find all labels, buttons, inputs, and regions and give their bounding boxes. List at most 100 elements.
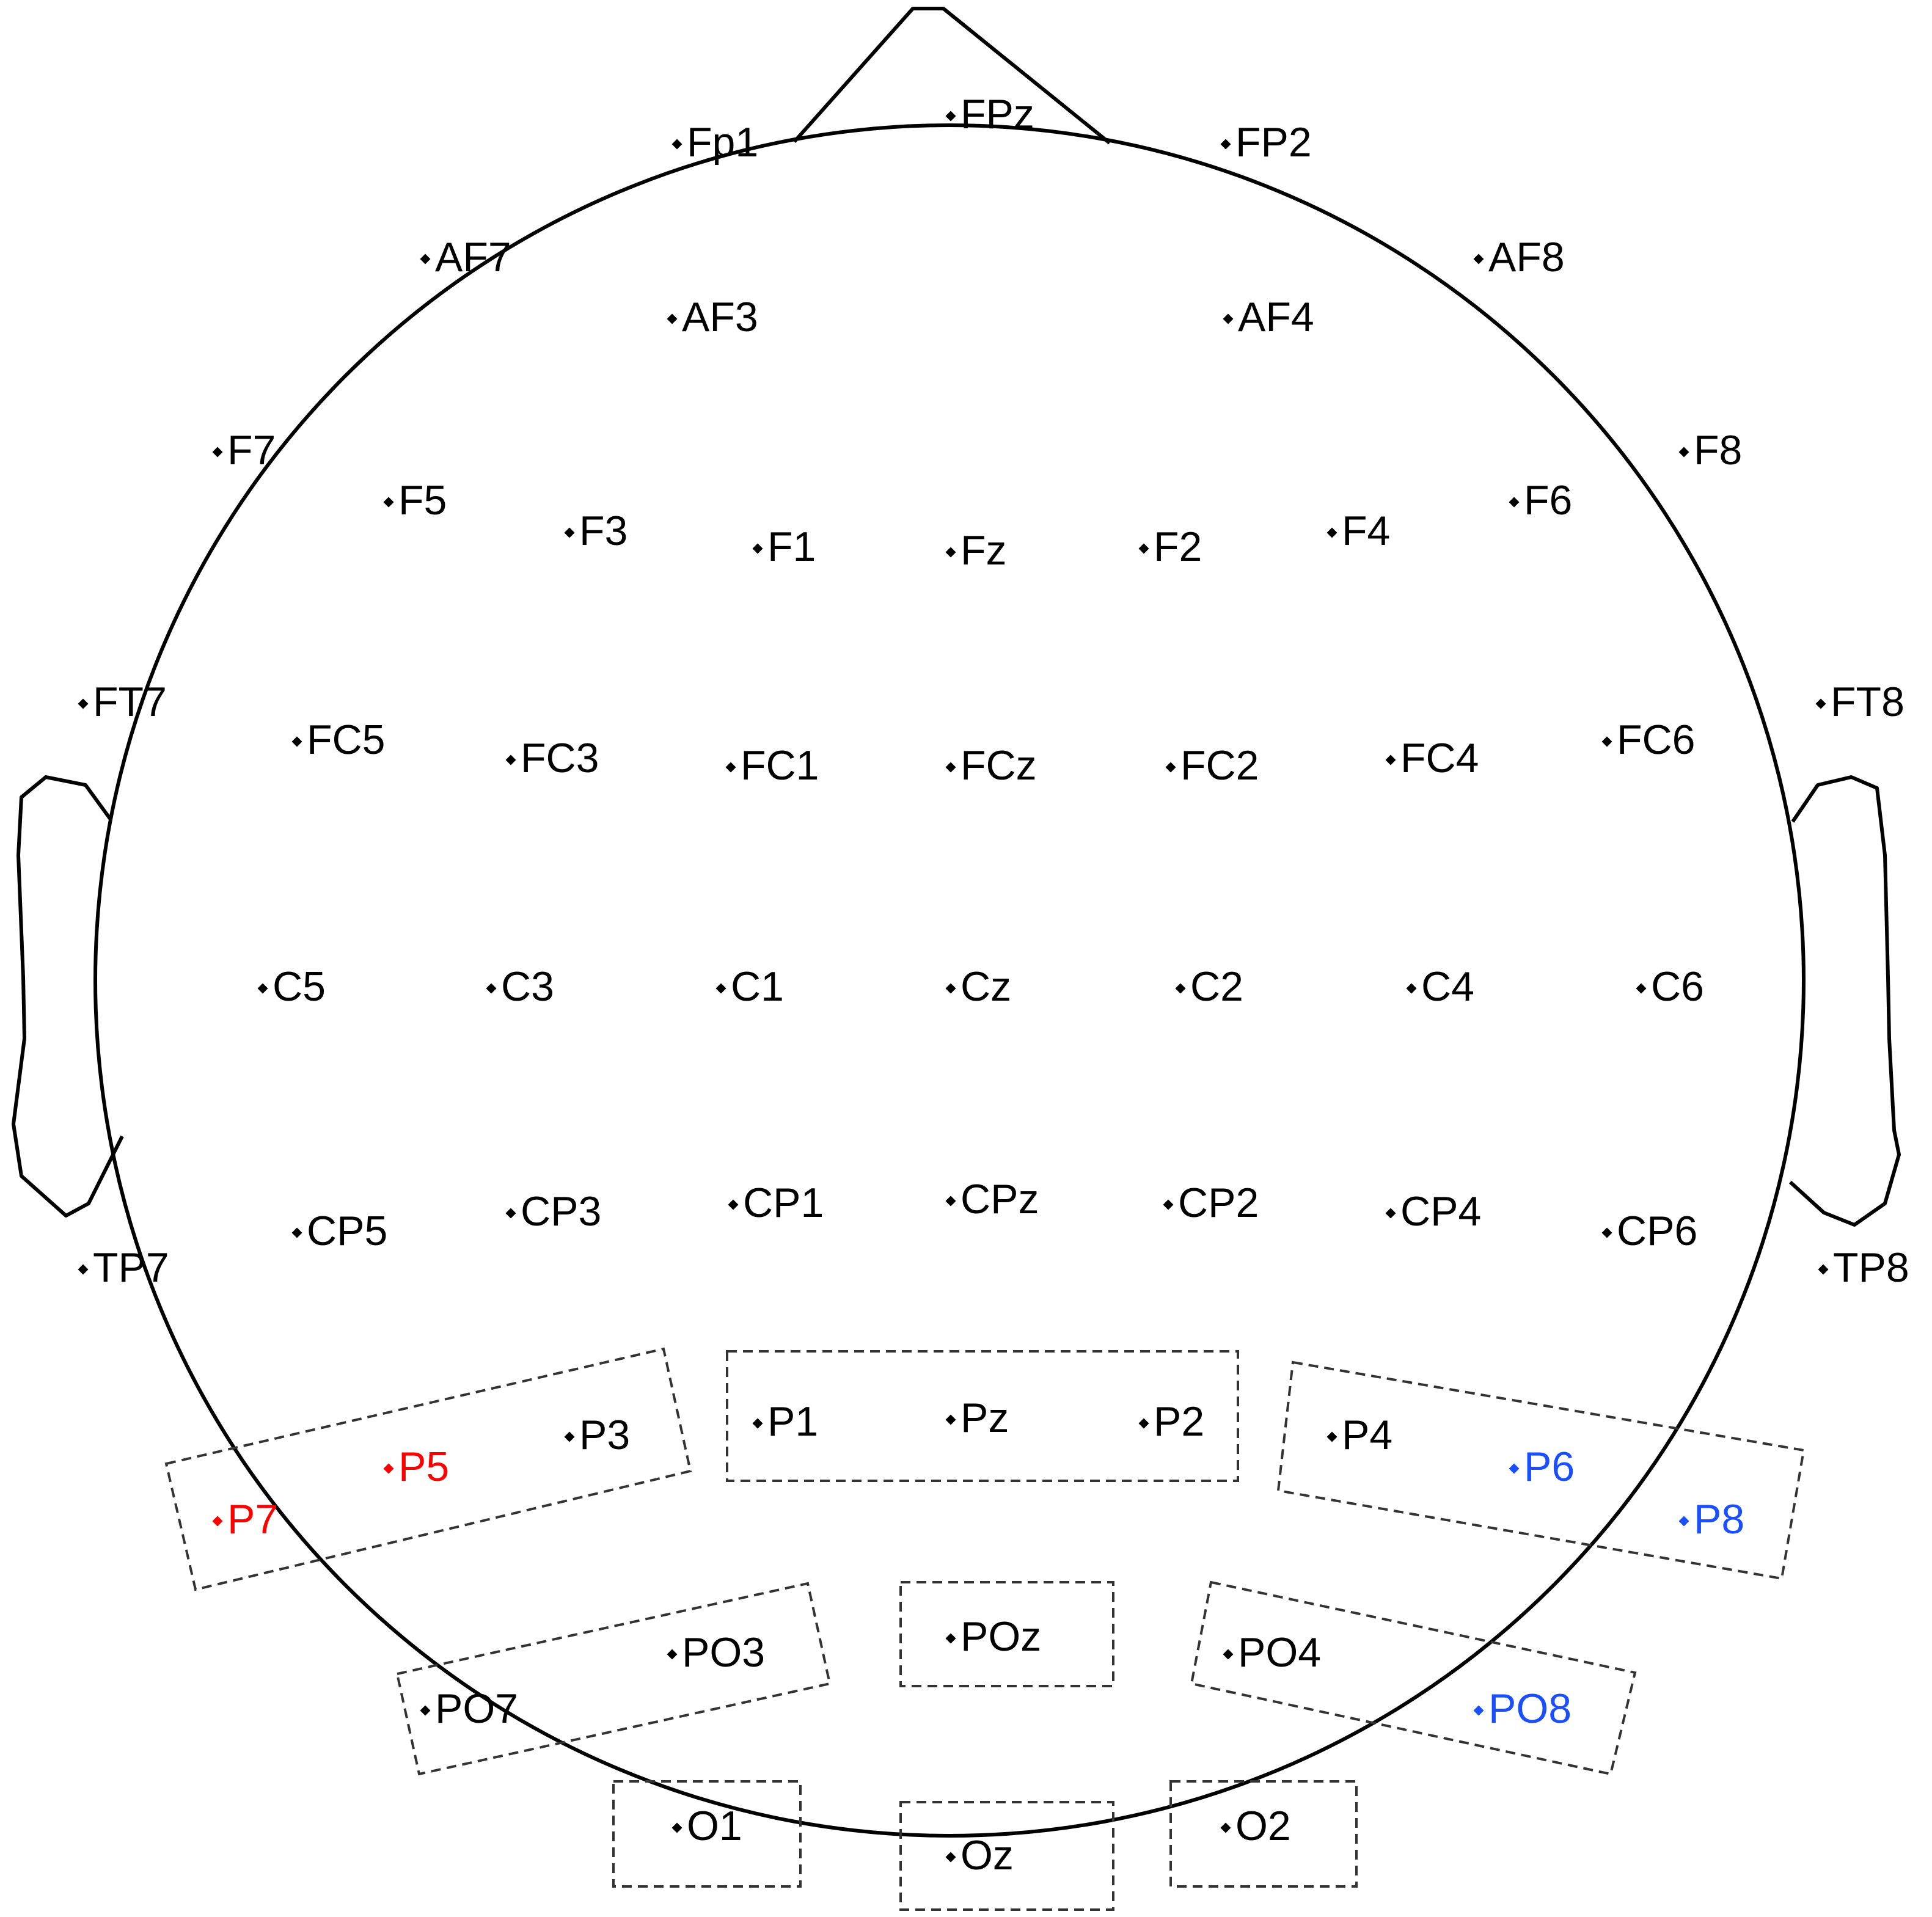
electrode-label: Pz [961,1395,1009,1441]
electrode-fpz: FPz [945,91,1034,137]
electrode-label: C3 [501,963,554,1010]
electrode-marker [1138,1418,1149,1429]
electrode-marker [667,1649,678,1660]
roi-box-midline-occipital [899,1801,1114,1911]
electrode-tp8: TP8 [1818,1244,1909,1291]
electrode-poz: POz [945,1613,1041,1660]
right-ear [1788,775,1901,1227]
electrode-p3: P3 [564,1412,630,1458]
electrode-p1: P1 [752,1398,818,1445]
electrode-marker [1678,1516,1689,1527]
electrode-marker [1385,754,1396,765]
electrode-af4: AF4 [1223,294,1314,340]
electrode-marker [945,1414,956,1425]
electrode-label: F6 [1524,477,1572,524]
electrode-label: P1 [767,1398,818,1445]
electrode-label: FC4 [1400,735,1479,781]
electrode-oz: Oz [945,1832,1014,1879]
electrode-cp6: CP6 [1601,1208,1697,1254]
electrode-cpz: CPz [945,1176,1039,1222]
electrode-pz: Pz [945,1395,1009,1441]
electrode-marker [945,1196,956,1207]
electrode-af3: AF3 [667,294,758,340]
electrode-label: F1 [767,524,816,570]
electrode-marker [715,983,726,994]
electrode-label: CP3 [521,1188,601,1235]
electrode-c5: C5 [257,963,326,1010]
electrode-marker [505,754,516,765]
electrode-label: AF8 [1488,234,1565,280]
electrode-label: FC2 [1180,742,1259,789]
electrode-marker [1163,1199,1174,1210]
electrode-label: POz [961,1613,1041,1660]
electrode-marker [725,762,736,773]
electrode-marker [728,1199,739,1210]
electrode-label: P5 [398,1444,449,1490]
electrode-marker [212,447,223,458]
electrode-marker [291,1227,302,1238]
electrode-marker [383,1463,394,1474]
electrode-marker [420,254,431,265]
electrode-label: PO8 [1488,1685,1572,1732]
electrode-p6: P6 [1509,1444,1575,1490]
electrode-f5: F5 [383,477,447,524]
electrode-label: FP2 [1235,119,1312,166]
head-outline [12,7,1901,1838]
left-ear [12,775,124,1218]
electrode-marker [945,1633,956,1644]
electrode-marker [383,497,394,508]
electrode-label: Oz [961,1832,1014,1879]
electrode-label: FT7 [93,679,167,725]
electrode-c4: C4 [1406,963,1474,1010]
electrode-fp1: Fp1 [671,119,758,166]
electrode-label: C1 [731,963,784,1010]
roi-box-right-parieto-occipital [1190,1580,1637,1776]
nose [792,7,1111,145]
electrode-marker [752,543,763,554]
electrode-label: O1 [687,1803,742,1849]
electrode-label: C2 [1190,963,1243,1010]
electrode-marker [1406,983,1417,994]
electrode-label: AF3 [682,294,758,340]
electrode-o1: O1 [671,1803,742,1849]
electrode-p5: P5 [383,1444,449,1490]
electrode-marker [212,1516,223,1527]
electrode-label: P7 [227,1496,278,1543]
electrode-cp4: CP4 [1385,1188,1481,1235]
electrode-label: P4 [1342,1412,1392,1458]
electrode-label: C5 [273,963,326,1010]
electrode-marker [945,547,956,558]
roi-box-left-parietal [164,1347,692,1591]
electrode-label: F7 [227,427,276,473]
electrode-label: Cz [961,963,1011,1010]
electrode-label: CPz [961,1176,1039,1222]
electrode-label: AF7 [435,234,511,280]
electrode-cp2: CP2 [1163,1180,1259,1226]
electrode-po7: PO7 [420,1685,518,1732]
electrode-fz: Fz [945,527,1007,574]
electrode-fp2: FP2 [1220,119,1312,166]
electrode-marker [564,527,575,538]
electrode-marker [1473,254,1484,265]
electrode-po8: PO8 [1473,1685,1572,1732]
electrode-marker [1138,543,1149,554]
electrode-label: O2 [1235,1803,1291,1849]
electrode-marker [1678,447,1689,458]
electrode-label: F8 [1694,427,1742,473]
electrode-label: PO3 [682,1629,765,1676]
electrode-marker [257,983,268,994]
electrode-f3: F3 [564,508,628,554]
electrode-label: FC3 [521,735,599,781]
electrode-marker [671,139,682,150]
electrode-label: Fz [961,527,1007,574]
electrode-o2: O2 [1220,1803,1291,1849]
electrode-label: F3 [579,508,628,554]
electrode-marker [1326,1431,1337,1442]
electrode-tp7: TP7 [78,1244,169,1291]
electrode-label: FC1 [741,742,819,789]
electrode-p4: P4 [1326,1412,1392,1458]
electrode-marker [1601,736,1612,747]
electrode-marker [945,983,956,994]
electrode-label: F2 [1154,524,1202,570]
electrode-p2: P2 [1138,1398,1204,1445]
